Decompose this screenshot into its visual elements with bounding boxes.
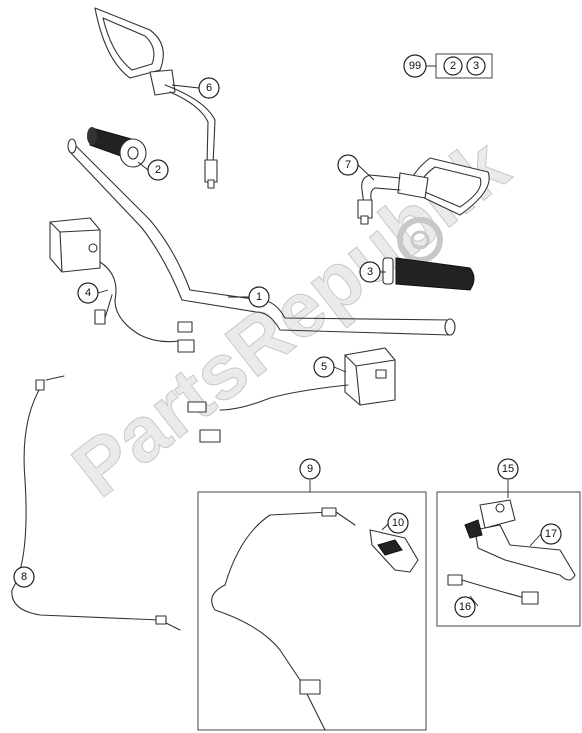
grip-right	[382, 257, 475, 291]
svg-text:2: 2	[155, 164, 161, 176]
svg-text:9: 9	[307, 463, 313, 475]
svg-text:4: 4	[85, 287, 91, 299]
callout-5: 5	[313, 356, 335, 378]
switch-16	[447, 574, 539, 605]
callout-15: 15	[497, 458, 519, 480]
callout-17: 17	[540, 523, 562, 545]
callout-8: 8	[13, 566, 35, 588]
callout-6: 6	[198, 77, 220, 99]
svg-text:17: 17	[545, 528, 557, 540]
svg-text:5: 5	[321, 361, 327, 373]
svg-text:1: 1	[256, 291, 262, 303]
svg-text:16: 16	[459, 601, 471, 613]
callout-16: 16	[454, 596, 476, 618]
switch-left	[49, 217, 195, 353]
callout-7: 7	[337, 154, 359, 176]
kit-callout-2: 2	[443, 56, 463, 76]
callout-2: 2	[147, 159, 169, 181]
callout-1: 1	[248, 286, 270, 308]
callout-10: 10	[387, 512, 409, 534]
svg-text:8: 8	[21, 571, 27, 583]
svg-text:99: 99	[409, 60, 421, 72]
svg-text:15: 15	[502, 463, 514, 475]
gear-icon	[397, 217, 443, 263]
svg-text:2: 2	[450, 60, 456, 72]
kit-callout-3: 3	[466, 56, 486, 76]
callout-4: 4	[77, 282, 99, 304]
svg-text:3: 3	[473, 60, 479, 72]
mirror-right	[357, 157, 490, 225]
callout-9: 9	[299, 458, 321, 480]
callout-99: 99	[403, 54, 427, 78]
svg-text:3: 3	[367, 266, 373, 278]
clutch-lever-15	[464, 499, 576, 581]
handlebar	[67, 138, 456, 336]
svg-text:7: 7	[345, 159, 351, 171]
grip-left	[87, 127, 147, 168]
throttle-cover-10	[369, 529, 419, 573]
switch-right	[187, 347, 396, 443]
cable-9	[211, 507, 356, 731]
callout-3: 3	[359, 261, 381, 283]
group-box-15	[436, 491, 581, 627]
mirror-left	[94, 7, 218, 189]
svg-text:10: 10	[392, 517, 404, 529]
cable-8	[11, 375, 181, 631]
group-box-9	[197, 491, 427, 731]
svg-text:6: 6	[206, 82, 212, 94]
